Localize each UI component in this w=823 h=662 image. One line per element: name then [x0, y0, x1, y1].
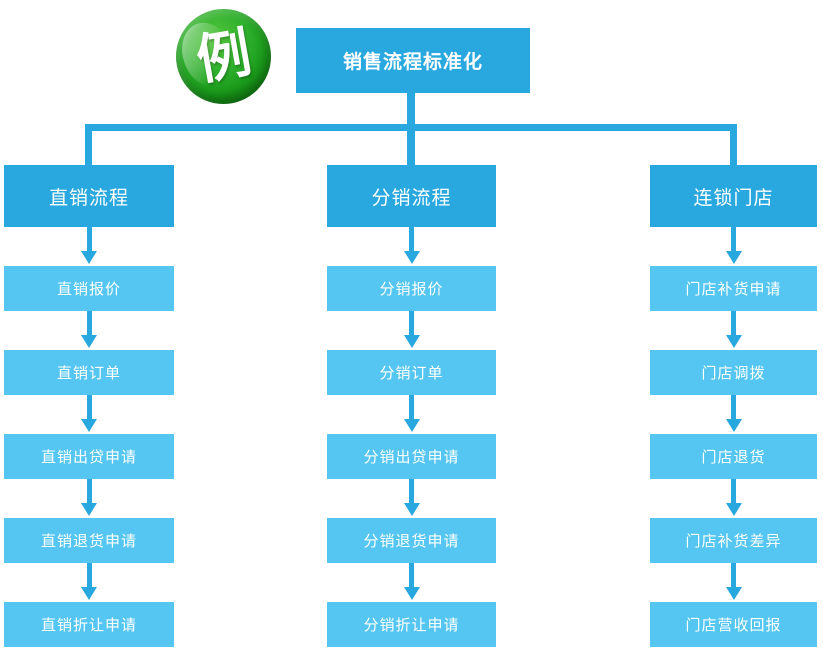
connector-stub-right: [730, 124, 737, 165]
example-badge-label: 例: [191, 22, 256, 91]
flow-node: 分销订单: [327, 350, 496, 395]
down-arrow-icon: [4, 395, 174, 434]
connector-stub-middle: [407, 124, 415, 165]
flow-node: 门店补货差异: [650, 518, 817, 563]
flow-node: 门店营收回报: [650, 602, 817, 647]
down-arrow-icon: [650, 479, 817, 518]
column-direct-sales: 直销流程 直销报价 直销订单 直销出贷申请 直销退货申请 直销折让申请: [4, 165, 174, 647]
flow-node: 直销报价: [4, 266, 174, 311]
flow-node: 门店调拨: [650, 350, 817, 395]
flow-node: 直销出贷申请: [4, 434, 174, 479]
flow-node: 直销折让申请: [4, 602, 174, 647]
down-arrow-icon: [650, 311, 817, 350]
flowchart-title: 销售流程标准化: [296, 28, 530, 93]
flow-node: 分销报价: [327, 266, 496, 311]
flow-node: 分销折让申请: [327, 602, 496, 647]
down-arrow-icon: [650, 227, 817, 266]
connector-stub-left: [85, 124, 92, 165]
flow-node: 直销订单: [4, 350, 174, 395]
column-distribution: 分销流程 分销报价 分销订单 分销出贷申请 分销退货申请 分销折让申请: [327, 165, 496, 647]
down-arrow-icon: [4, 227, 174, 266]
down-arrow-icon: [650, 563, 817, 602]
example-badge: 例: [176, 9, 271, 104]
down-arrow-icon: [327, 563, 496, 602]
down-arrow-icon: [4, 563, 174, 602]
down-arrow-icon: [327, 479, 496, 518]
column-header: 分销流程: [327, 165, 496, 227]
flow-node: 直销退货申请: [4, 518, 174, 563]
down-arrow-icon: [327, 395, 496, 434]
connector-title-stem: [407, 92, 415, 128]
column-header: 连锁门店: [650, 165, 817, 227]
column-chain-stores: 连锁门店 门店补货申请 门店调拨 门店退货 门店补货差异 门店营收回报: [650, 165, 817, 647]
down-arrow-icon: [4, 311, 174, 350]
flow-node: 门店退货: [650, 434, 817, 479]
flow-node: 分销出贷申请: [327, 434, 496, 479]
down-arrow-icon: [650, 395, 817, 434]
down-arrow-icon: [327, 311, 496, 350]
down-arrow-icon: [327, 227, 496, 266]
flow-node: 门店补货申请: [650, 266, 817, 311]
flow-node: 分销退货申请: [327, 518, 496, 563]
column-header: 直销流程: [4, 165, 174, 227]
down-arrow-icon: [4, 479, 174, 518]
